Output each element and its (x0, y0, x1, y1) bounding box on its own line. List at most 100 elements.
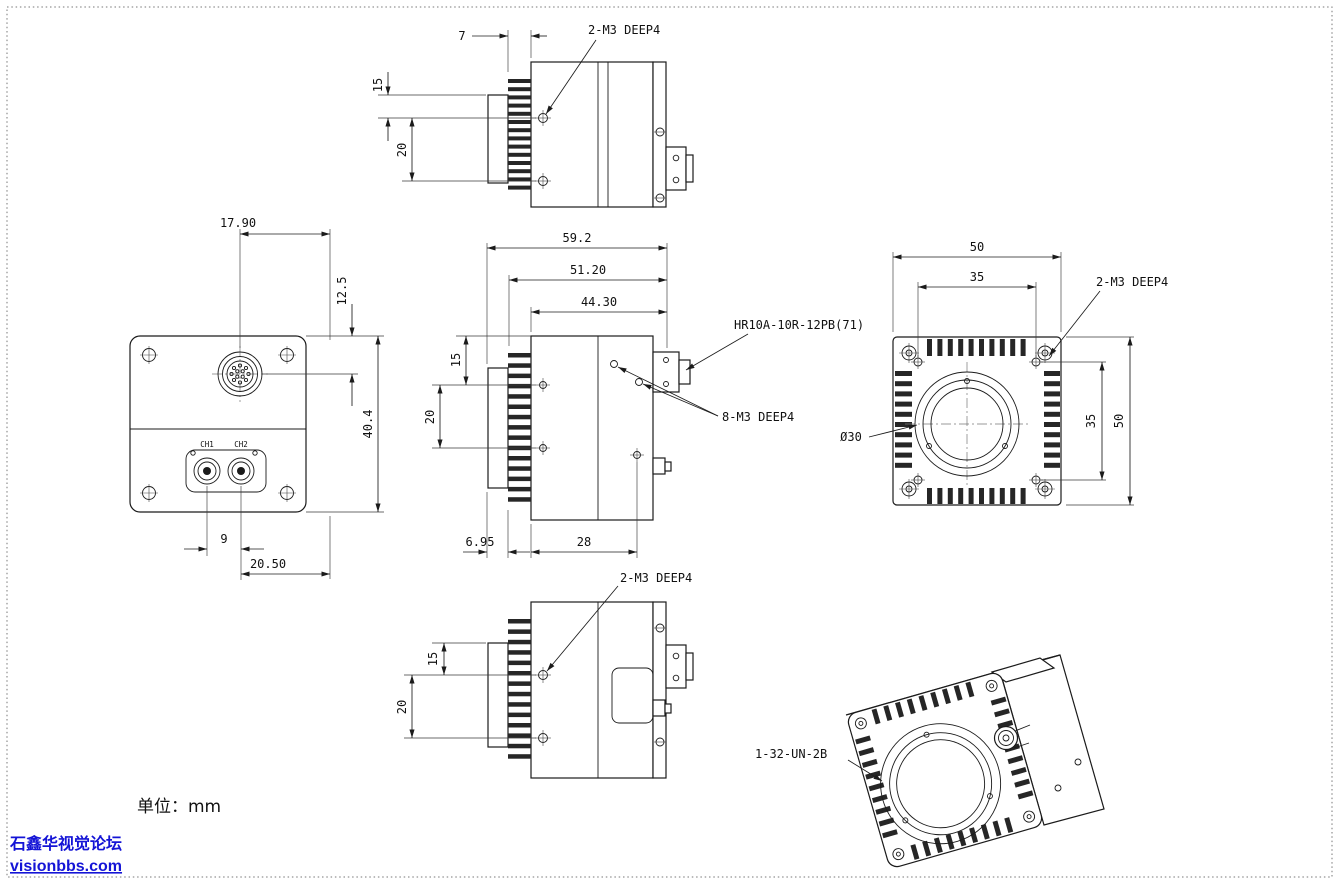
fin (508, 425, 531, 430)
fin (1044, 432, 1060, 438)
fin (953, 684, 963, 701)
dim-label: Ø30 (840, 430, 862, 444)
fin (508, 639, 531, 645)
fin (875, 805, 892, 815)
fin (508, 144, 531, 149)
callout-label: 2-M3 DEEP4 (588, 23, 660, 37)
fin (947, 339, 953, 356)
fin (508, 712, 531, 718)
callout-label: 2-M3 DEEP4 (620, 571, 692, 585)
top-view: 7 2-M3 DEEP4 15 20 (371, 23, 694, 208)
corner-screws (140, 346, 296, 502)
watermark-site-link[interactable]: visionbbs.com (10, 858, 122, 875)
lens-mount (905, 362, 1030, 487)
dim-label: 40.4 (361, 410, 375, 439)
fin (999, 339, 1005, 356)
bottom-connector-block (665, 644, 687, 689)
coax-connector (227, 457, 255, 485)
bottom-view-dimensions: 2-M3 DEEP4 15 20 (395, 571, 692, 739)
top-connector-nub (685, 154, 694, 183)
fin (1044, 411, 1060, 417)
bottom-body (530, 601, 654, 779)
dim-label: 20 (395, 143, 409, 157)
fin (1007, 755, 1024, 765)
fin (508, 103, 531, 108)
side-body (530, 335, 654, 521)
page-border (6, 6, 1333, 878)
fin (508, 671, 531, 676)
top-lens-flange (487, 94, 509, 184)
fin (861, 758, 878, 768)
fin (1044, 371, 1060, 376)
leader-line (545, 39, 597, 115)
fin (965, 681, 975, 698)
fin (990, 696, 1007, 706)
fin (508, 743, 531, 749)
channel-label: CH1 (200, 440, 214, 449)
leader-line (685, 333, 749, 371)
dim-label: 59.2 (563, 231, 592, 245)
dim-label: 12.5 (335, 277, 349, 306)
fin (1044, 442, 1060, 448)
fin (989, 488, 995, 504)
bottom-coax-stub (652, 699, 666, 717)
back-view-dimensions: 17.90 12.5 40.4 9 20.50 (184, 216, 384, 580)
unit-note: 单位：mm (137, 797, 221, 817)
fin (969, 827, 979, 844)
channel-label: CH2 (234, 440, 248, 449)
fin (937, 488, 943, 504)
fin (980, 823, 990, 840)
fin (895, 411, 912, 417)
leader-line (617, 366, 719, 417)
leader-line (1048, 290, 1101, 357)
fin (871, 794, 888, 804)
fin (979, 339, 984, 356)
dim-label: 20.50 (250, 557, 286, 571)
bottom-lens-flange (487, 642, 509, 748)
fin (508, 161, 531, 165)
fin (937, 339, 943, 356)
fin (1044, 401, 1060, 407)
face-fins-top (927, 339, 1026, 356)
face-view-dimensions: 50 35 35 50 2-M3 DEEP4 Ø30 (840, 240, 1168, 506)
fin (958, 488, 964, 504)
fin (878, 817, 895, 827)
side-screw-hole (635, 378, 643, 386)
leader-line (642, 383, 719, 417)
dim-label: 50 (970, 240, 984, 254)
fin (508, 486, 531, 492)
face-fins-bottom (927, 488, 1026, 504)
fin (957, 830, 967, 847)
fin (895, 442, 912, 448)
fin (927, 339, 932, 356)
callout-label: 8-M3 DEEP4 (722, 410, 794, 424)
fin (508, 435, 531, 440)
fin (994, 708, 1010, 718)
fin (895, 401, 912, 407)
fin (1004, 817, 1014, 833)
callout-label: 2-M3 DEEP4 (1096, 275, 1168, 289)
face-fins-left (895, 371, 912, 468)
fin (910, 844, 920, 860)
fin (1020, 488, 1026, 504)
iso-view: 1-32-UN-2B (755, 654, 1105, 868)
fin (508, 681, 531, 686)
dim-label: 6.95 (466, 535, 495, 549)
fin (508, 723, 531, 728)
face-mount-holes (911, 355, 1043, 487)
label-sticker (611, 667, 654, 724)
fin (871, 708, 881, 725)
iso-fins-bottom (910, 817, 1014, 860)
fin (1044, 422, 1060, 427)
fin (989, 339, 995, 356)
iso-fins-left (855, 735, 898, 839)
fin (508, 111, 531, 116)
callout-label: 1-32-UN-2B (755, 747, 827, 761)
fin (508, 691, 531, 697)
fin (508, 383, 531, 389)
fin (997, 720, 1014, 729)
dim-label: 15 (426, 652, 440, 666)
fin (1010, 766, 1027, 776)
dim-label: 20 (395, 700, 409, 714)
bottom-view: 2-M3 DEEP4 15 20 (395, 571, 694, 779)
